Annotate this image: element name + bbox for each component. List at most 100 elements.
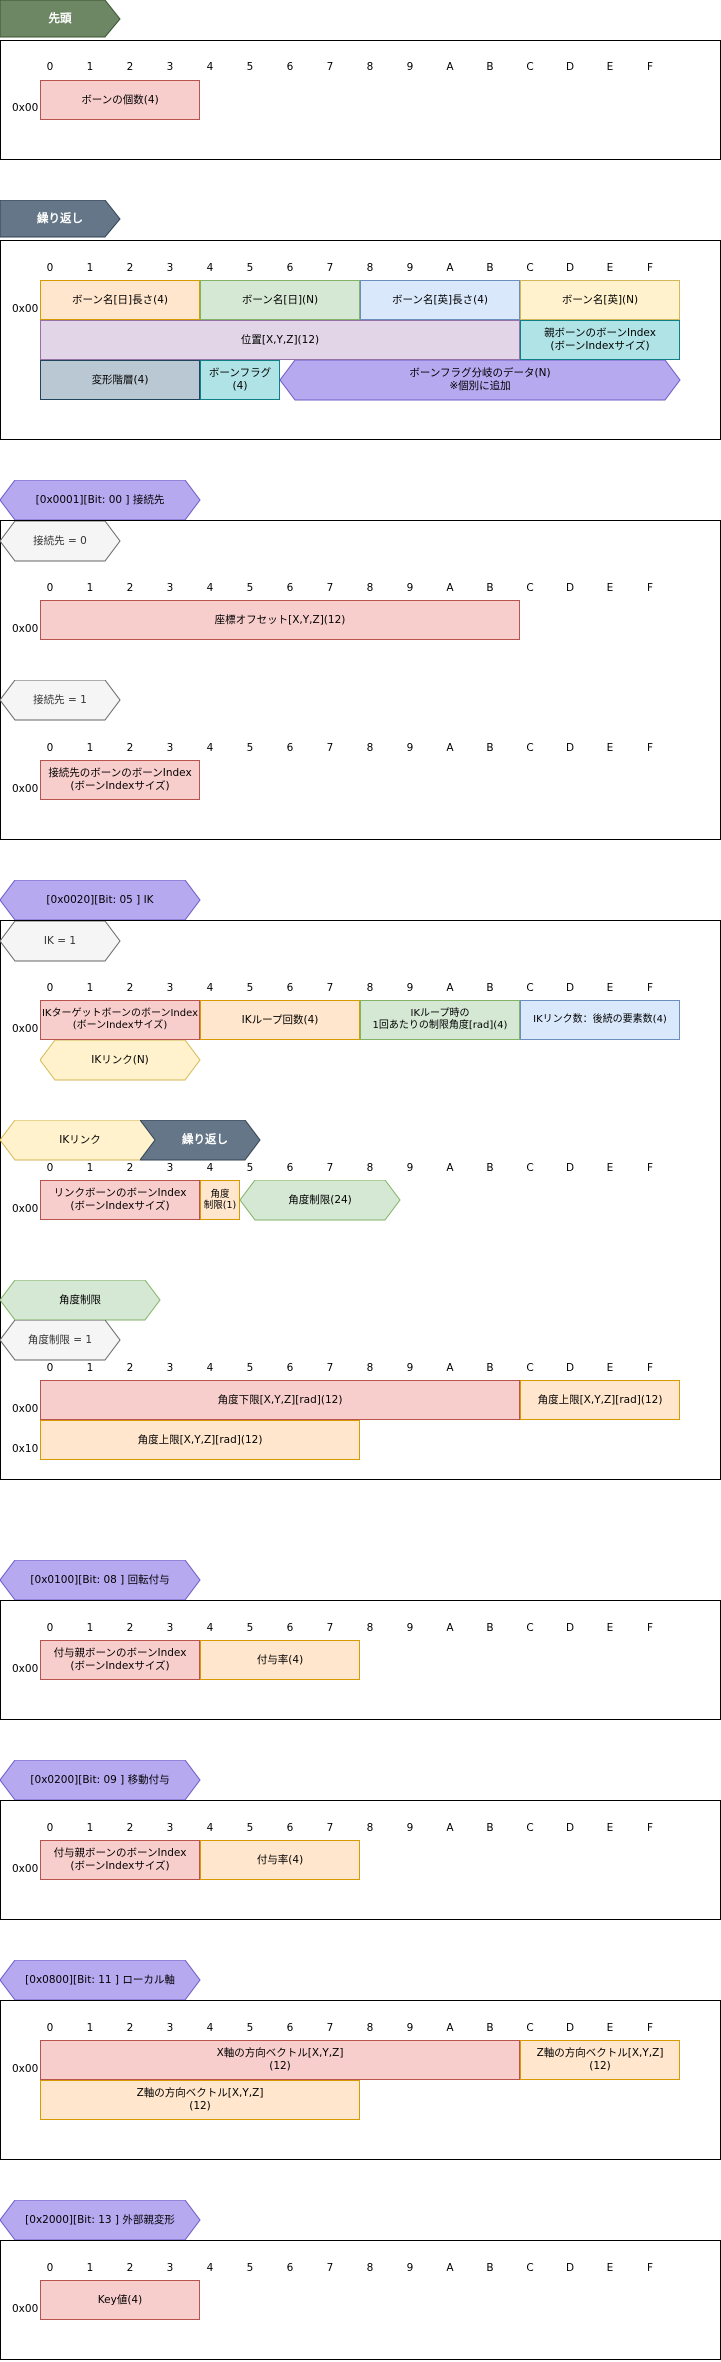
column-number: B bbox=[486, 742, 494, 754]
condition-ik-label: IK = 1 bbox=[43, 934, 77, 947]
column-number: 1 bbox=[86, 742, 94, 754]
column-number: 4 bbox=[206, 1822, 214, 1834]
column-number: E bbox=[606, 982, 614, 994]
column-number: 4 bbox=[206, 262, 214, 274]
column-number: D bbox=[565, 2262, 575, 2274]
tag-angle-limit-label: 角度制限 bbox=[59, 1293, 101, 1306]
column-number: 9 bbox=[406, 2262, 414, 2274]
bone-flag-cell: ボーンフラグ (4) bbox=[200, 360, 280, 400]
angle-limit-flag-cell: 角度 制限(1) bbox=[200, 1180, 240, 1220]
column-number: C bbox=[526, 262, 534, 274]
column-number: D bbox=[565, 1362, 575, 1374]
column-number: 1 bbox=[86, 1822, 94, 1834]
column-number: 0 bbox=[46, 582, 54, 594]
condition-angle-limit bbox=[0, 1320, 121, 1361]
column-number: C bbox=[526, 61, 534, 73]
column-number: 5 bbox=[246, 582, 254, 594]
column-number: C bbox=[526, 982, 534, 994]
column-number: 2 bbox=[126, 582, 134, 594]
name-en-cell: ボーン名[英](N) bbox=[520, 280, 680, 320]
column-number: 4 bbox=[206, 2262, 214, 2274]
column-number: C bbox=[526, 1622, 534, 1634]
x-axis-vector-cell: X軸の方向ベクトル[X,Y,Z] (12) bbox=[40, 2040, 520, 2080]
column-number: D bbox=[565, 1622, 575, 1634]
column-number: E bbox=[606, 2262, 614, 2274]
column-number: 1 bbox=[86, 1162, 94, 1174]
row-label: 0x10 bbox=[12, 1443, 39, 1455]
column-number: E bbox=[606, 1822, 614, 1834]
flag-data-shape bbox=[280, 360, 681, 401]
column-number: 1 bbox=[86, 2022, 94, 2034]
column-number: D bbox=[565, 262, 575, 274]
column-number: F bbox=[646, 1362, 654, 1374]
column-number: 3 bbox=[166, 262, 174, 274]
column-number: 4 bbox=[206, 1622, 214, 1634]
column-number: 7 bbox=[326, 1822, 334, 1834]
column-number: F bbox=[646, 1822, 654, 1834]
column-number: 8 bbox=[366, 2262, 374, 2274]
angle-upper-cell-b: 角度上限[X,Y,Z][rad](12) bbox=[40, 1420, 360, 1460]
ik-link-shape bbox=[40, 1040, 201, 1081]
column-number: 7 bbox=[326, 2262, 334, 2274]
column-number: 8 bbox=[366, 61, 374, 73]
column-number: 2 bbox=[126, 1162, 134, 1174]
row-label: 0x00 bbox=[12, 1663, 39, 1675]
condition-connect-0-label: 接続先 = 0 bbox=[33, 534, 87, 547]
column-number: 9 bbox=[406, 1362, 414, 1374]
column-number: 5 bbox=[246, 61, 254, 73]
column-number: 3 bbox=[166, 982, 174, 994]
column-number: 3 bbox=[166, 1622, 174, 1634]
column-number: 0 bbox=[46, 2262, 54, 2274]
link-bone-index-cell: リンクボーンのボーンIndex (ボーンIndexサイズ) bbox=[40, 1180, 200, 1220]
key-value-cell: Key値(4) bbox=[40, 2280, 200, 2320]
column-number: 7 bbox=[326, 61, 334, 73]
condition-connect-0 bbox=[0, 521, 121, 562]
column-number: 7 bbox=[326, 1622, 334, 1634]
column-number: A bbox=[446, 2262, 454, 2274]
column-number: 6 bbox=[286, 2262, 294, 2274]
column-number: 0 bbox=[46, 61, 54, 73]
move-parent-index-cell: 付与親ボーンのボーンIndex (ボーンIndexサイズ) bbox=[40, 1840, 200, 1880]
column-number: 7 bbox=[326, 582, 334, 594]
column-number: 4 bbox=[206, 1362, 214, 1374]
tag-ik-repeat-label: 繰り返し bbox=[182, 1132, 228, 1147]
condition-connect-1 bbox=[0, 680, 121, 721]
angle-upper-cell-a: 角度上限[X,Y,Z][rad](12) bbox=[520, 1380, 680, 1420]
column-number: 5 bbox=[246, 1362, 254, 1374]
column-number: 6 bbox=[286, 61, 294, 73]
column-number: E bbox=[606, 742, 614, 754]
ik-link-count-cell: IKリンク数：後続の要素数(4) bbox=[520, 1000, 680, 1040]
column-number: 5 bbox=[246, 2022, 254, 2034]
condition-ik bbox=[0, 921, 121, 962]
row-label: 0x00 bbox=[12, 1403, 39, 1415]
column-number: 0 bbox=[46, 742, 54, 754]
column-number: 9 bbox=[406, 61, 414, 73]
angle-limit-data-label: 角度制限(24) bbox=[288, 1193, 352, 1206]
column-number: 5 bbox=[246, 262, 254, 274]
z-axis-vector-cell-a: Z軸の方向ベクトル[X,Y,Z] (12) bbox=[520, 2040, 680, 2080]
column-number: C bbox=[526, 582, 534, 594]
column-number: 2 bbox=[126, 982, 134, 994]
column-number: D bbox=[565, 61, 575, 73]
column-number: 9 bbox=[406, 1622, 414, 1634]
rotate-rate-cell: 付与率(4) bbox=[200, 1640, 360, 1680]
tag-rotate-label: [0x0100][Bit: 08 ] 回転付与 bbox=[30, 1573, 170, 1586]
column-number: 4 bbox=[206, 982, 214, 994]
column-number: A bbox=[446, 1622, 454, 1634]
column-number: 3 bbox=[166, 742, 174, 754]
column-number: 2 bbox=[126, 1362, 134, 1374]
name-jp-cell: ボーン名[日](N) bbox=[200, 280, 360, 320]
column-number: A bbox=[446, 1162, 454, 1174]
column-number: B bbox=[486, 2022, 494, 2034]
column-number: A bbox=[446, 582, 454, 594]
column-number: 5 bbox=[246, 982, 254, 994]
column-number: 2 bbox=[126, 2022, 134, 2034]
column-number: C bbox=[526, 1822, 534, 1834]
column-number: 5 bbox=[246, 1622, 254, 1634]
column-number: 7 bbox=[326, 2022, 334, 2034]
column-number: 0 bbox=[46, 1822, 54, 1834]
column-number: 9 bbox=[406, 2022, 414, 2034]
column-number: B bbox=[486, 262, 494, 274]
column-number: F bbox=[646, 582, 654, 594]
column-number: 0 bbox=[46, 2022, 54, 2034]
